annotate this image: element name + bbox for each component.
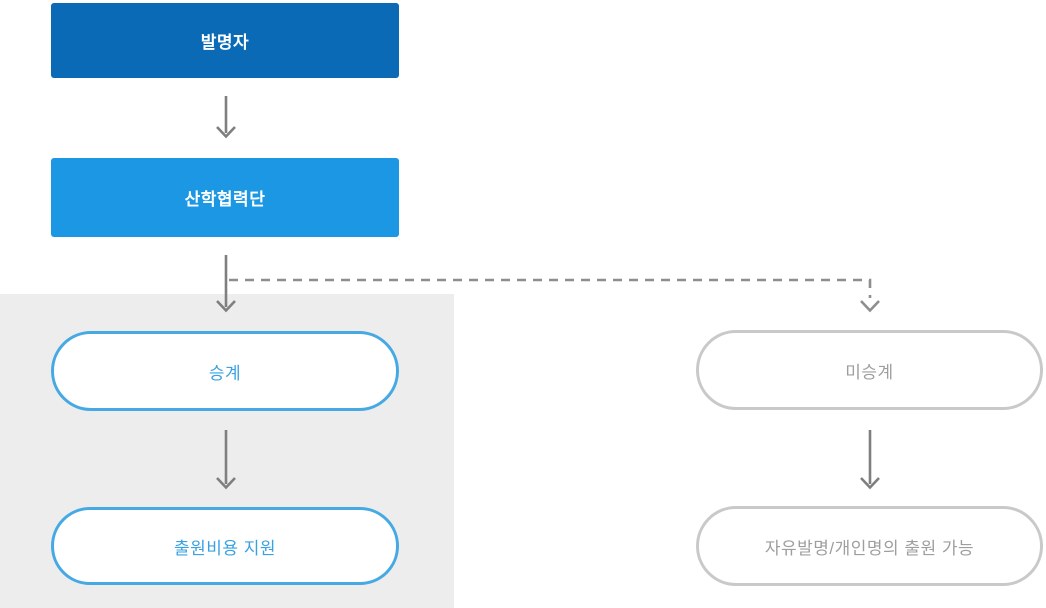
node-foundation-label: 산학협력단 (184, 190, 266, 209)
node-inventor-label: 발명자 (200, 33, 250, 52)
node-cost-support: 출원비용 지원 (51, 507, 399, 585)
node-cost-support-label: 출원비용 지원 (173, 538, 277, 558)
node-foundation: 산학협력단 (51, 158, 399, 237)
node-non-succession-label: 미승계 (845, 362, 894, 382)
node-succession-label: 승계 (208, 363, 242, 383)
arrow-inventor-foundation (216, 96, 236, 139)
node-succession: 승계 (51, 331, 399, 411)
node-inventor: 발명자 (51, 3, 399, 78)
node-free-filing: 자유발명/개인명의 출원 가능 (696, 506, 1043, 586)
arrow-non-succession-free-filing (860, 430, 880, 490)
node-non-succession: 미승계 (696, 330, 1043, 410)
node-free-filing-label: 자유발명/개인명의 출원 가능 (764, 538, 975, 558)
